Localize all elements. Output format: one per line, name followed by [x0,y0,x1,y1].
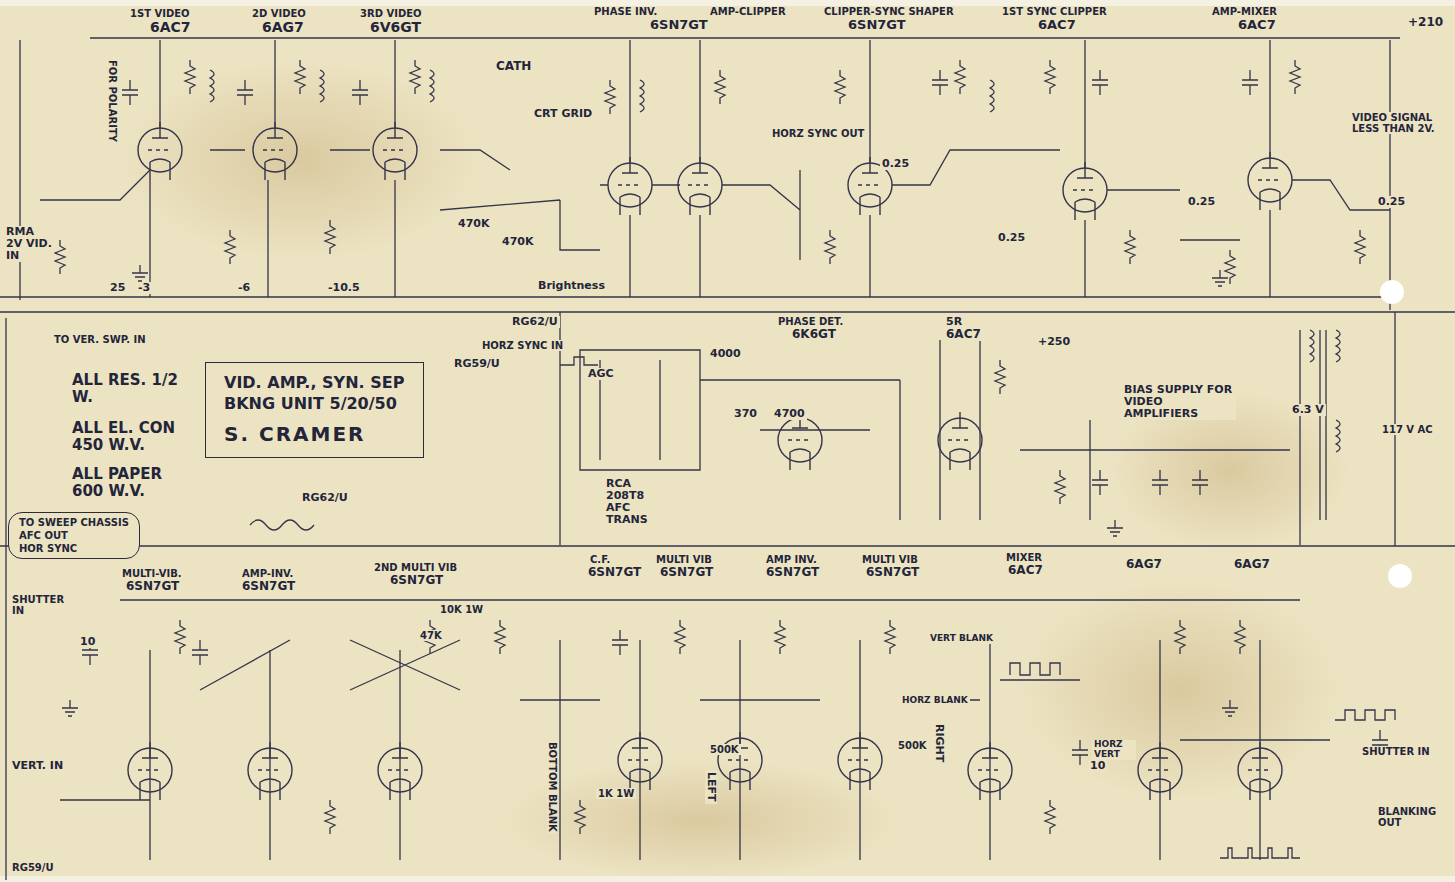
annotation-label: ALL EL. CON 450 W.V. [70,420,194,453]
annotation-label: 6AC7 [1036,18,1078,32]
annotation-label: 117 V AC [1380,424,1435,435]
annotation-label: 6AC7 [1236,18,1278,32]
annotation-label: AGC [586,368,616,380]
annotation-label: SHUTTER IN [1360,746,1432,757]
annotation-label: 6SN7GT [846,18,908,32]
annotation-label: FOR POLARITY [107,58,118,144]
annotation-label: 25 [108,282,127,294]
annotation-label: 1K 1W [596,788,636,799]
annotation-label: ALL RES. 1/2 W. [70,372,194,405]
annotation-label: 6AG7 [1232,558,1272,571]
annotation-label: ALL PAPER 600 W.V. [70,466,194,499]
node-text: VID. AMP., SYN. SEP [224,373,405,394]
annotation-label: 2ND MULTI VIB [372,562,459,573]
annotation-label: -3 [136,282,152,294]
annotation-label: VIDEO SIGNAL LESS THAN 2V. [1350,112,1438,134]
annotation-label: +250 [1036,336,1072,348]
annotation-label: 10 [78,636,97,648]
annotation-label: HORZ VERT [1092,740,1136,760]
annotation-label: 6V6GT [368,20,423,35]
annotation-label: 6SN7GT [648,18,710,32]
annotation-label: MIXER [1004,552,1044,563]
annotation-label: AMP INV. [764,554,819,565]
annotation-label: RIGHT [933,722,945,764]
annotation-label: 6SN7GT [586,566,643,579]
annotation-label: MULTI VIB [860,554,920,565]
annotation-label: 470K [500,236,536,248]
annotation-label: 6SN7GT [240,580,297,593]
annotation-label: 1ST VIDEO [128,8,192,19]
annotation-label: 2D VIDEO [250,8,308,19]
annotation-label: PHASE DET. [776,316,845,327]
annotation-label: 3RD VIDEO [358,8,424,19]
annotation-label: 6AC7 [1006,564,1045,577]
annotation-label: RG59/U [452,358,502,370]
annotation-label: HORZ SYNC IN [480,340,565,351]
annotation-label: 6SN7GT [658,566,715,579]
annotation-label: MULTI VIB [654,554,714,565]
annotation-label: 0.25 [1186,196,1217,208]
annotation-label: 500K [896,740,929,751]
node-text: AFC OUT [19,529,129,542]
annotation-label: BLANKING OUT [1376,806,1444,828]
annotation-label: 6K6GT [790,328,838,341]
annotation-label: MULTI-VIB. [120,568,184,579]
annotation-label: AMP-CLIPPER [708,6,788,17]
annotation-label: 0.25 [1376,196,1407,208]
annotation-label: 6.3 V [1290,404,1326,416]
annotation-label: TO VER. SWP. IN [52,334,148,345]
annotation-label: 6SN7GT [388,574,445,587]
annotation-label: 4000 [708,348,743,360]
annotation-label: VERT. IN [10,760,65,772]
annotation-label: 500K [708,744,741,755]
node-text: HOR SYNC [19,542,129,555]
annotation-label: CATH [494,60,533,73]
node-text: BKNG UNIT 5/20/50 [224,394,405,415]
annotation-label: 0.25 [880,158,911,170]
annotation-label: 6AC7 [148,20,193,35]
annotation-label: AMP-INV. [240,568,295,579]
annotation-label: 370 [732,408,759,420]
annotation-label: PHASE INV. [592,6,659,17]
annotation-label: 6AC7 [944,328,983,341]
annotation-label: RMA 2V VID. IN [4,226,54,262]
annotation-label: 10K 1W [438,604,485,615]
annotation-label: RG59/U [10,862,56,873]
annotation-label: 6SN7GT [864,566,921,579]
annotation-label: RCA 208T8 AFC TRANS [604,478,674,526]
annotation-label: RG62/U [300,492,350,504]
annotation-label: LEFT [705,770,717,804]
title-block-box: VID. AMP., SYN. SEPBKNG UNIT 5/20/50 S. C… [205,362,424,458]
annotation-label: 6SN7GT [124,580,181,593]
annotation-label: 5R [944,316,964,328]
annotation-label: CLIPPER-SYNC SHAPER [822,6,956,17]
annotation-label: SHUTTER IN [10,594,66,616]
annotation-label: AMP-MIXER [1210,6,1279,17]
annotation-label: HORZ BLANK [900,696,970,706]
annotation-label: HORZ SYNC OUT [770,128,866,139]
annotation-label: 6AG7 [260,20,306,35]
annotation-label: VERT BLANK [928,634,995,644]
annotation-label: -10.5 [326,282,362,294]
annotation-label: 0.25 [996,232,1027,244]
annotation-label: RG62/U [510,316,560,328]
annotation-label: BIAS SUPPLY FOR VIDEO AMPLIFIERS [1122,384,1236,420]
annotation-label: 6SN7GT [764,566,821,579]
annotation-label: 1ST SYNC CLIPPER [1000,6,1109,17]
annotation-label: 47K [418,630,444,641]
annotation-label: 6AG7 [1124,558,1164,571]
node-text: S. CRAMER [224,421,405,447]
node-text: TO SWEEP CHASSIS [19,516,129,529]
annotation-label: Brightness [536,280,607,292]
annotation-label: C.F. [588,554,612,565]
annotation-label: 4700 [772,408,807,420]
annotation-label: CRT GRID [532,108,594,120]
annotation-label: BOTTOM BLANK [547,740,558,834]
annotation-label: +210 [1406,16,1445,29]
annotation-label: 470K [456,218,492,230]
annotation-label: 10 [1088,760,1107,772]
note-oval: TO SWEEP CHASSISAFC OUTHOR SYNC [8,512,140,559]
annotation-label: -6 [236,282,252,294]
